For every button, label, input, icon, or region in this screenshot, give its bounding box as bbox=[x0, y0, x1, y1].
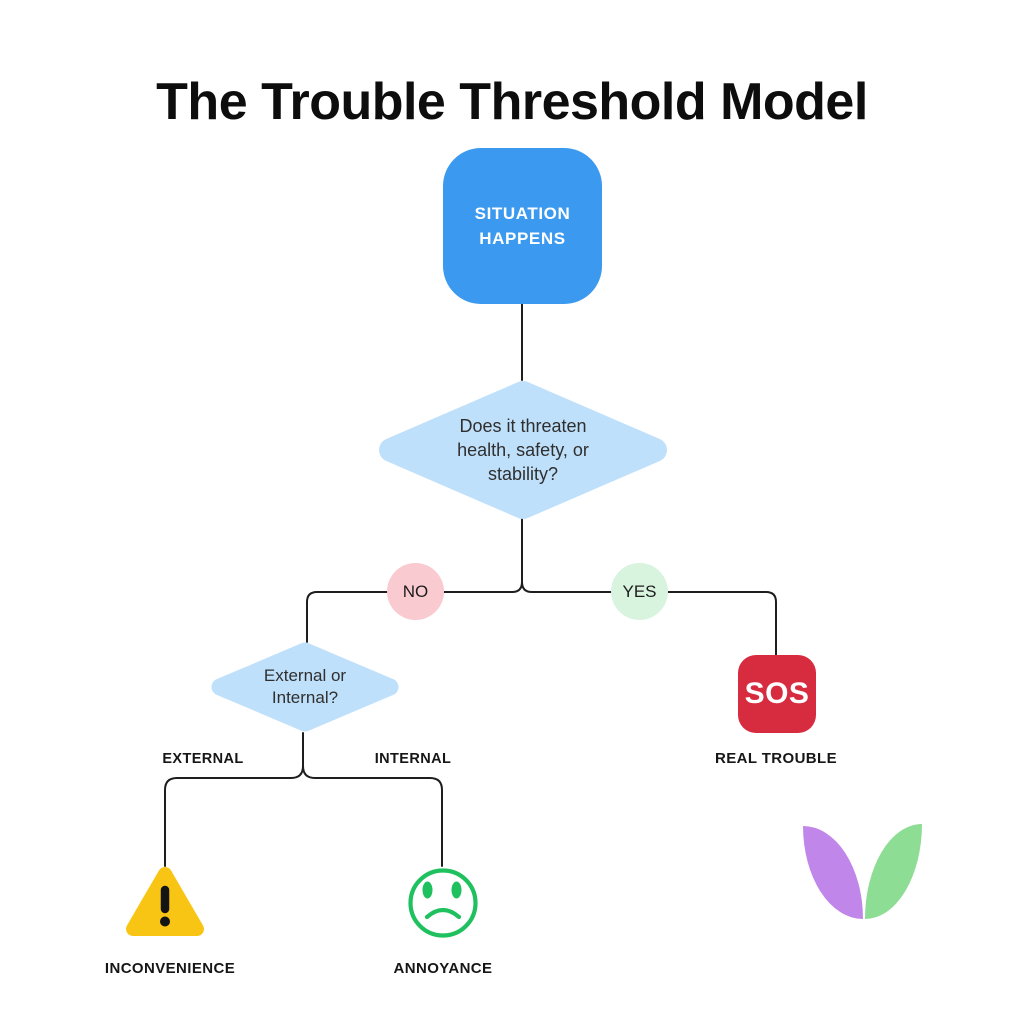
sos-icon: SOS bbox=[738, 655, 816, 733]
sad-face-icon bbox=[408, 868, 478, 938]
decision-source-question: External or Internal? bbox=[263, 665, 347, 707]
start-node-label: SITUATION HAPPENS bbox=[474, 203, 571, 249]
warning-triangle-icon bbox=[126, 867, 204, 936]
no-badge: NO bbox=[387, 563, 444, 620]
page-title: The Trouble Threshold Model bbox=[156, 73, 868, 131]
sos-icon-text: SOS bbox=[744, 677, 810, 710]
logo-leaf-purple bbox=[803, 826, 863, 919]
no-badge-label: NO bbox=[402, 581, 429, 601]
inconvenience-label: INCONVENIENCE bbox=[104, 960, 236, 977]
decision-threat-question: Does it threaten health, safety, or stab… bbox=[457, 415, 589, 485]
yes-badge: YES bbox=[611, 563, 668, 620]
real-trouble-label: REAL TROUBLE bbox=[714, 750, 838, 767]
diamond-shape bbox=[211, 642, 399, 732]
external-branch-label: EXTERNAL bbox=[162, 751, 244, 767]
annoyance-label: ANNOYANCE bbox=[393, 960, 493, 977]
yes-badge-label: YES bbox=[622, 581, 657, 601]
logo-leaf-green bbox=[865, 824, 922, 919]
start-node: SITUATION HAPPENS bbox=[443, 148, 602, 304]
internal-branch-label: INTERNAL bbox=[374, 751, 452, 767]
decision-threat-diamond: Does it threaten health, safety, or stab… bbox=[378, 380, 668, 520]
diamond-shape bbox=[379, 381, 667, 519]
decision-source-diamond: External or Internal? bbox=[210, 641, 400, 733]
two-leaf-logo bbox=[803, 824, 922, 919]
